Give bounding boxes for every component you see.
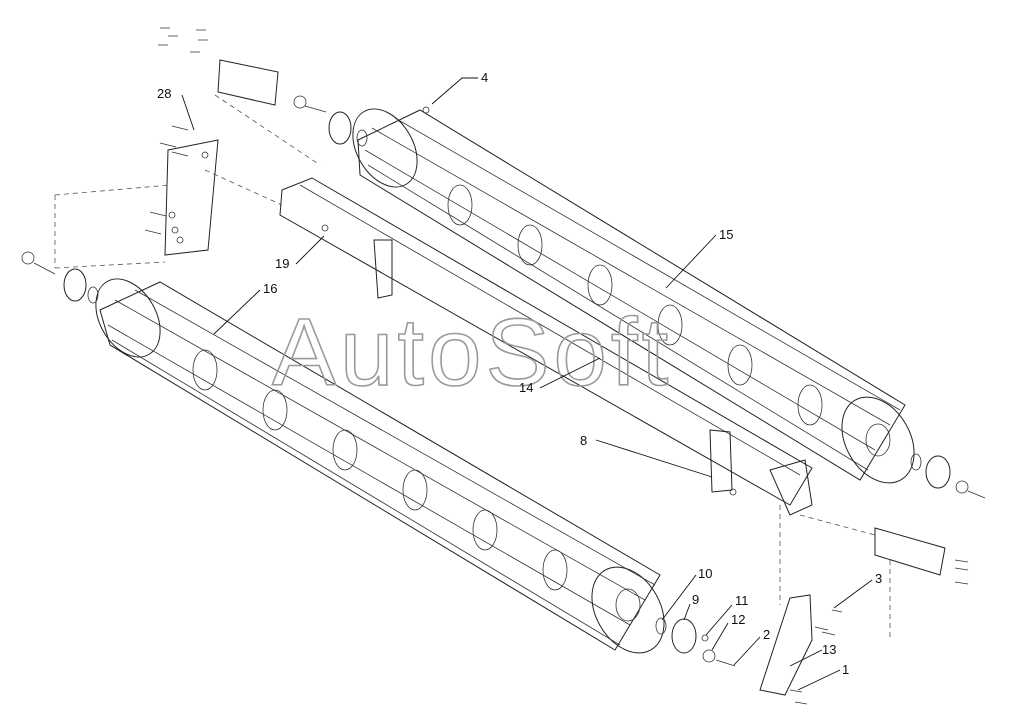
- callout-3: 3: [875, 571, 882, 586]
- callout-14: 14: [519, 380, 533, 395]
- upper-roller: [352, 108, 915, 484]
- assembly-lines: [54, 94, 891, 640]
- callout-1: 1: [842, 662, 849, 677]
- callout-9: 9: [692, 592, 699, 607]
- callout-10: 10: [698, 566, 712, 581]
- callout-13: 13: [822, 642, 836, 657]
- callouts: 4 28 15 19 16 14 8 10 9 11 12 2 3 13 1: [157, 70, 882, 691]
- center-beam: [279, 177, 813, 516]
- lower-roller: [95, 278, 665, 654]
- callout-4: 4: [481, 70, 488, 85]
- callout-16: 16: [263, 281, 277, 296]
- callout-28: 28: [157, 86, 171, 101]
- hardware: [21, 27, 986, 705]
- right-side-plate: [759, 527, 946, 696]
- callout-11: 11: [735, 593, 749, 608]
- callout-2: 2: [763, 627, 770, 642]
- callout-19: 19: [275, 256, 289, 271]
- watermark-text: AutoSoft: [272, 299, 672, 406]
- left-side-plate: [164, 59, 279, 256]
- callout-12: 12: [731, 612, 745, 627]
- callout-8: 8: [580, 433, 587, 448]
- callout-15: 15: [719, 227, 733, 242]
